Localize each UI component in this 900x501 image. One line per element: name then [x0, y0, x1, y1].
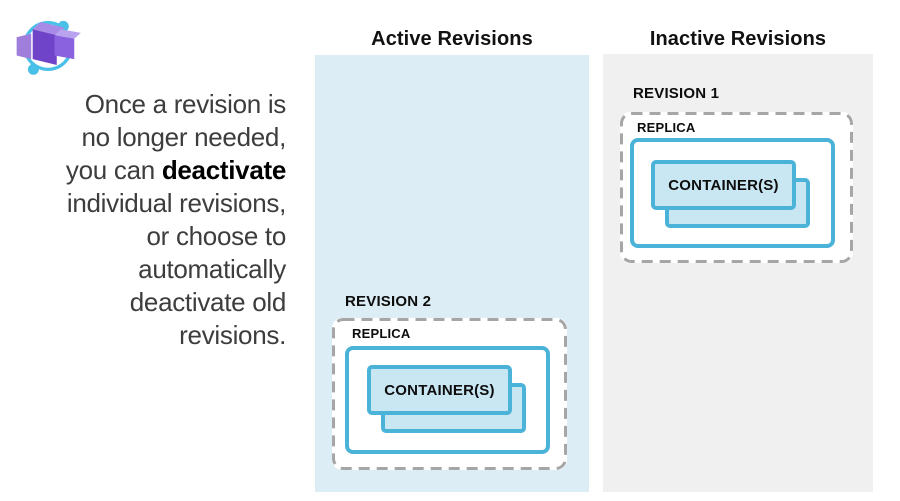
revision-2-boundary: REPLICA CONTAINER(S): [332, 318, 567, 470]
cube-right-front-face: [54, 35, 75, 60]
container-box-front: CONTAINER(S): [651, 160, 796, 210]
container-label: CONTAINER(S): [384, 381, 495, 399]
cube-left-flap: [16, 33, 32, 60]
intro-text-after: individual revisions, or choose to autom…: [66, 188, 286, 350]
intro-text-bold: deactivate: [161, 155, 286, 185]
replica-label: REPLICA: [352, 326, 411, 341]
orbit-dot-bottom: [27, 63, 39, 75]
cube-right-top-face: [54, 29, 81, 39]
intro-text: Once a revision is no longer needed, you…: [8, 88, 286, 352]
replica-box: CONTAINER(S): [345, 346, 550, 454]
inactive-revisions-header: Inactive Revisions: [649, 28, 827, 50]
dashed-border: [332, 318, 567, 470]
replica-box: CONTAINER(S): [630, 138, 835, 248]
container-label: CONTAINER(S): [668, 176, 779, 194]
intro-text-before: Once a revision is no longer needed, you…: [65, 89, 286, 185]
cube-top-face: [32, 21, 65, 36]
replica-label: REPLICA: [637, 120, 696, 135]
cube-front-face: [32, 29, 57, 65]
container-box-front: CONTAINER(S): [367, 365, 512, 415]
revision-1-label: REVISION 1: [633, 85, 720, 102]
revision-2-label: REVISION 2: [345, 293, 432, 310]
azure-container-apps-icon: [16, 20, 81, 75]
dashed-border: [620, 112, 853, 263]
active-revisions-header: Active Revisions: [371, 28, 533, 50]
revision-1-boundary: REPLICA CONTAINER(S): [620, 112, 853, 263]
